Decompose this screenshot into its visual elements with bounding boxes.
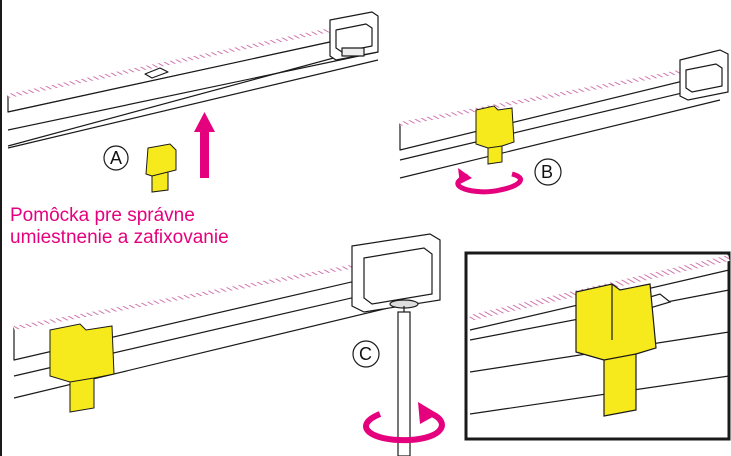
rail-top-right bbox=[399, 68, 721, 179]
alignment-tool-c bbox=[49, 323, 115, 413]
end-cap-bottom-left bbox=[351, 233, 441, 313]
step-c-text: C bbox=[359, 344, 372, 364]
step-label-c: C bbox=[352, 340, 380, 368]
step-b-text: B bbox=[541, 162, 553, 182]
screwdriver-icon bbox=[397, 306, 411, 456]
alignment-tool-a bbox=[145, 143, 177, 193]
alignment-tool-detail bbox=[575, 283, 657, 417]
alignment-tool-b bbox=[475, 105, 515, 165]
rail-top-left bbox=[7, 28, 379, 149]
end-cap-top-right bbox=[679, 49, 729, 101]
rotate-arrow-icon-b bbox=[455, 168, 524, 195]
arrow-up-icon bbox=[194, 112, 215, 178]
magnifier-inset-frame bbox=[464, 251, 731, 441]
instruction-caption: Pomôcka pre správne umiestnenie a zafixo… bbox=[10, 205, 229, 249]
end-cap-top-left bbox=[329, 11, 379, 61]
caption-line-1: Pomôcka pre správne bbox=[10, 205, 195, 226]
step-label-b: B bbox=[534, 158, 562, 186]
step-label-a: A bbox=[103, 145, 129, 171]
caption-line-2: umiestnenie a zafixovanie bbox=[10, 227, 229, 248]
step-a-text: A bbox=[110, 148, 122, 168]
rotate-arrow-icon-c bbox=[363, 402, 445, 444]
